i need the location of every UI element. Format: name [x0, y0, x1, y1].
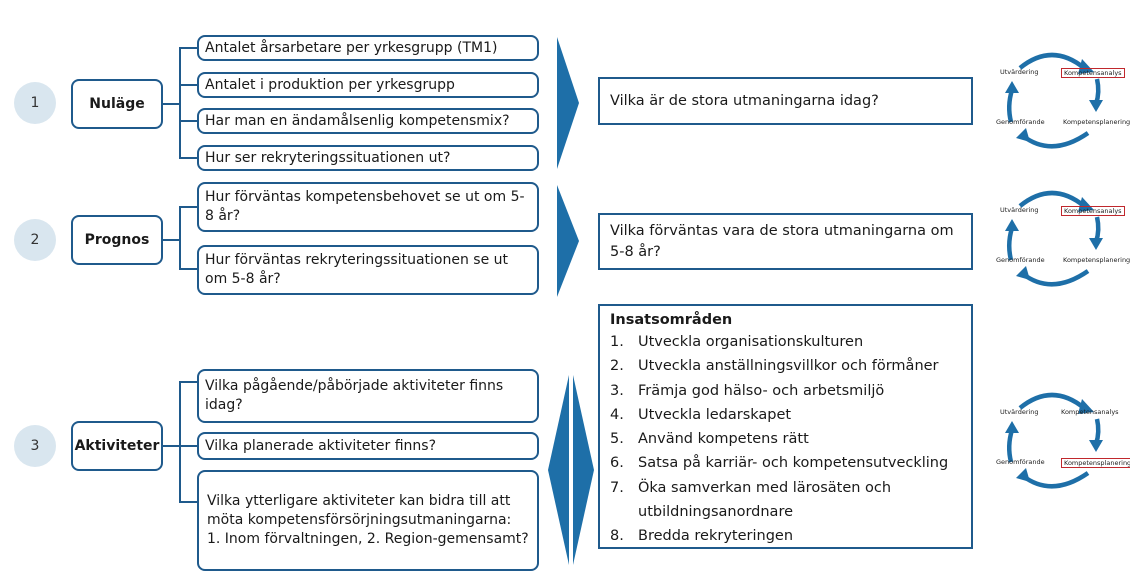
question-box: Hur ser rekryteringssituationen ut? [197, 145, 539, 171]
cycle-label-bottom-right: Kompetensplanering [1063, 256, 1130, 264]
cycle-arrows-icon [1005, 190, 1103, 287]
insatsomraden-list: 1.Utveckla organisationskulturen 2.Utvec… [610, 330, 961, 549]
cycle-label-top-left: Utvärdering [1000, 408, 1039, 416]
list-item: 7.Öka samverkan med lärosäten och utbild… [610, 479, 892, 521]
cycle-label-bottom-left: Genomförande [996, 458, 1045, 466]
list-item: 4.Utveckla ledarskapet [610, 406, 792, 423]
connector-line [179, 445, 197, 447]
result-box: Vilka förväntas vara de stora utmaningar… [598, 213, 973, 270]
connector-line [179, 381, 181, 503]
cycle-label-bottom-left: Genomförande [996, 256, 1045, 264]
question-box: Hur förväntas rekryteringssituationen se… [197, 245, 539, 295]
cycle-label-bottom-right: Kompetensplanering [1061, 458, 1130, 468]
connector-line [179, 501, 197, 503]
cycle-arrows-icon [1005, 52, 1103, 149]
connector-line [179, 206, 181, 270]
stage-aktiviteter: Aktiviteter [71, 421, 163, 471]
cycle-diagram-1: Utvärdering Kompetensanalys Genomförande… [990, 46, 1130, 166]
question-box: Vilka ytterligare aktiviteter kan bidra … [197, 470, 539, 571]
question-box: Antalet årsarbetare per yrkesgrupp (TM1) [197, 35, 539, 61]
step-number-2: 2 [14, 219, 56, 261]
cycle-diagram-2: Utvärdering Kompetensanalys Genomförande… [990, 184, 1130, 304]
list-item: 1.Utveckla organisationskulturen [610, 334, 864, 350]
cycle-arrows-icon [1005, 392, 1103, 489]
cycle-label-top-right: Kompetensanalys [1061, 408, 1119, 416]
cycle-label-top-right: Kompetensanalys [1061, 68, 1125, 78]
insatsomraden-box: Insatsområden 1.Utveckla organisationsku… [598, 304, 973, 549]
cycle-label-top-left: Utvärdering [1000, 206, 1039, 214]
connector-line [179, 47, 197, 49]
cycle-label-bottom-right: Kompetensplanering [1063, 118, 1130, 126]
connector-line [179, 84, 197, 86]
question-box: Antalet i produktion per yrkesgrupp [197, 72, 539, 98]
stage-prognos: Prognos [71, 215, 163, 265]
question-box: Vilka pågående/påbörjade aktiviteter fin… [197, 369, 539, 423]
list-item: 2.Utveckla anställningsvillkor och förmå… [610, 358, 939, 375]
list-item: 5.Använd kompetens rätt [610, 431, 809, 448]
connector-line [179, 120, 197, 122]
stage-nulage: Nuläge [71, 79, 163, 129]
connector-line [179, 47, 181, 158]
step-number-3: 3 [14, 425, 56, 467]
question-box: Vilka planerade aktiviteter finns? [197, 432, 539, 460]
connector-line [163, 239, 179, 241]
connector-line [179, 206, 197, 208]
cycle-diagram-3: Utvärdering Kompetensanalys Genomförande… [990, 386, 1130, 506]
connector-line [163, 103, 179, 105]
list-item: 3.Främja god hälso- och arbetsmiljö [610, 382, 885, 399]
connector-line [179, 381, 197, 383]
cycle-label-bottom-left: Genomförande [996, 118, 1045, 126]
step-number-1: 1 [14, 82, 56, 124]
flow-arrow [557, 37, 579, 169]
connector-line [179, 268, 197, 270]
double-arrow [548, 375, 594, 565]
question-box: Har man en ändamålsenlig kompetensmix? [197, 108, 539, 134]
list-item: 6.Satsa på karriär- och kompetensutveckl… [610, 455, 949, 472]
connector-line [179, 157, 197, 159]
result-box: Vilka är de stora utmaningarna idag? [598, 77, 973, 125]
question-box: Hur förväntas kompetensbehovet se ut om … [197, 182, 539, 232]
list-item: 8.Bredda rekryteringen [610, 528, 794, 545]
flow-arrow [557, 185, 579, 297]
insatsomraden-title: Insatsområden [610, 312, 733, 328]
connector-line [163, 445, 179, 447]
cycle-label-top-right: Kompetensanalys [1061, 206, 1125, 216]
cycle-label-top-left: Utvärdering [1000, 68, 1039, 76]
